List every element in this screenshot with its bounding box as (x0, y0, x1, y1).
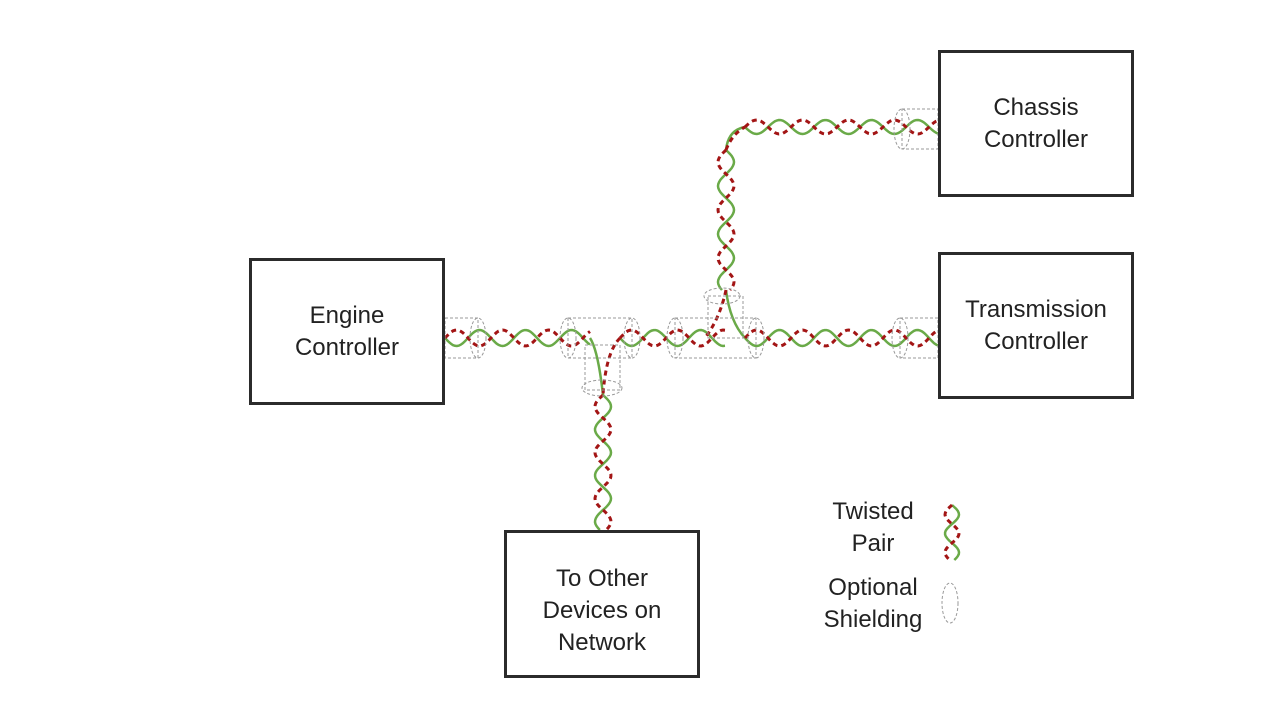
shielding-group (444, 108, 959, 624)
chassis-corner-red (724, 125, 746, 151)
legend-shielding-icon (941, 582, 959, 624)
legend-twisted-pair-label: Twisted Pair (818, 496, 928, 560)
chassis-controller-label-1: Chassis (993, 93, 1079, 121)
bus-middle-red-wire (618, 328, 726, 348)
bus-left-red-wire (443, 328, 591, 348)
chassis-vertical-red-wire (716, 148, 736, 291)
transmission-controller-label-1: Transmission (965, 295, 1107, 323)
engine-controller-label-2: Controller (294, 333, 400, 361)
engine-controller-label-1: Engine (309, 301, 385, 329)
shield-sleeve (707, 295, 744, 339)
legend-twisted-red-wire (943, 503, 961, 562)
shield-ellipse (581, 379, 623, 397)
red-wire-group (443, 118, 961, 562)
legend-shield-line-1: Optional (828, 574, 918, 601)
chassis-controller-label-2: Controller (983, 125, 1089, 153)
legend-twisted-line-2: Pair (851, 530, 895, 557)
engine-controller-box: Engine Controller (249, 258, 445, 405)
bus-left-green-wire (444, 328, 591, 348)
transmission-controller-label-2: Controller (983, 327, 1089, 355)
chassis-controller-box: Chassis Controller (938, 50, 1134, 197)
legend-shield-line-2: Shielding (823, 606, 923, 633)
chassis-junction-green (724, 289, 746, 339)
drop-vertical-red-wire (593, 393, 613, 532)
legend-twisted-line-1: Twisted (832, 498, 914, 525)
green-wire-group (444, 118, 961, 561)
shield-sleeve (567, 317, 633, 359)
chassis-horizontal-red-wire (743, 118, 939, 136)
bus-right-red-wire (743, 328, 939, 348)
chassis-junction-red (703, 289, 728, 339)
other-devices-label-1: To Other (555, 565, 649, 592)
other-devices-label-2: Devices on (542, 597, 662, 624)
other-devices-label-3: Network (557, 629, 646, 656)
shield-sleeve (674, 317, 757, 359)
drop-junction-red (601, 336, 622, 396)
shield-ellipse (623, 317, 641, 359)
shield-sleeve (444, 317, 479, 359)
shield-sleeve (584, 344, 621, 391)
legend-shielding-label: Optional Shielding (810, 572, 936, 636)
legend-twisted-green-wire (943, 504, 961, 561)
drop-junction-green (588, 337, 605, 396)
chassis-horizontal-green-wire (744, 118, 939, 136)
other-devices-box: To Other Devices on Network (504, 530, 700, 678)
transmission-controller-box: Transmission Controller (938, 252, 1134, 399)
